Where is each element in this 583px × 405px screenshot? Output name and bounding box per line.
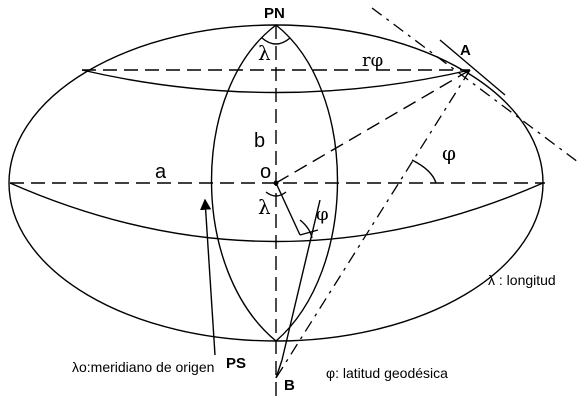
tangent-line: [371, 7, 579, 163]
longitud-legend: λ : longitud: [488, 272, 556, 288]
r-phi-label: rφ: [362, 50, 383, 71]
a-point-label: A: [460, 42, 471, 59]
pn-label: PN: [264, 5, 285, 22]
lambda-top-label: λ: [258, 41, 271, 65]
phi-small-label: φ: [316, 204, 329, 225]
phi-arc-big: [411, 159, 437, 184]
line-to-b-3: [299, 229, 319, 236]
meridiano-legend: λo:meridiano de origen: [72, 359, 214, 375]
radius-line: [275, 69, 471, 184]
line-to-b-2: [275, 182, 301, 236]
line-to-b-1: [281, 199, 321, 361]
lambda-arc-top: [261, 37, 291, 45]
equator-arc: [9, 182, 544, 243]
b-point-label: B: [284, 377, 295, 394]
origin-label: o: [260, 161, 271, 183]
line-b-stub: [275, 359, 283, 379]
semi-major-label: a: [155, 161, 167, 183]
lambda-arc-bottom: [265, 191, 287, 197]
origin-point: [273, 180, 279, 186]
tangent-solid: [439, 39, 506, 96]
latitud-legend: φ: latitud geodésica: [326, 365, 448, 381]
ps-label: PS: [226, 355, 246, 372]
lambda-bottom-label: λ: [258, 195, 271, 219]
phi-big-label: φ: [442, 141, 456, 165]
normal-line: [275, 69, 471, 379]
semi-minor-label: b: [254, 130, 265, 152]
meridiano-arrow: [200, 198, 216, 356]
phi-arc-small: [299, 219, 313, 239]
